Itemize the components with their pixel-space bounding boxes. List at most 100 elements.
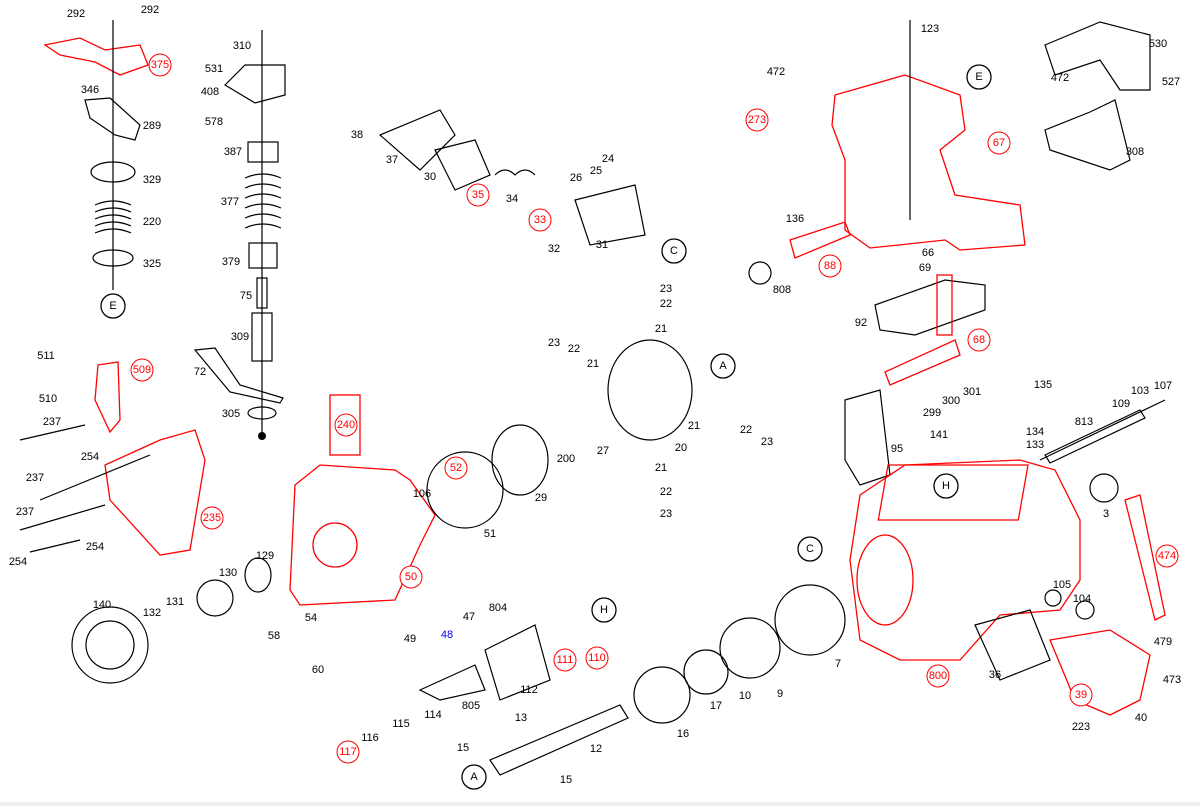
pulley-7 (774, 584, 846, 656)
part-label: 104 (1073, 593, 1091, 605)
highlighted-part-label: 375 (151, 59, 169, 71)
part-label: 95 (891, 443, 903, 455)
roller-ring-20 (607, 339, 693, 441)
highlighted-part-label: 800 (929, 670, 947, 682)
pin-75 (256, 277, 268, 309)
part-label: 7 (835, 658, 841, 670)
part-label: 105 (1053, 579, 1071, 591)
highlight-circle (818, 254, 842, 278)
highlight-circle (926, 664, 950, 688)
part-label: 254 (81, 451, 99, 463)
part-label: 379 (222, 256, 240, 268)
plate-289 (84, 97, 141, 141)
part-label: 38 (351, 129, 363, 141)
highlight-circle (1069, 683, 1093, 707)
connector-label: C (806, 543, 814, 555)
part-label: 21 (688, 420, 700, 432)
part-label: 140 (93, 599, 111, 611)
highlighted-part-label: 39 (1075, 689, 1087, 701)
highlighted-part-label: 35 (472, 189, 484, 201)
part-label: 472 (1051, 72, 1069, 84)
disk-9 (719, 617, 781, 679)
part-label: 3 (1103, 508, 1109, 520)
part-label: 310 (233, 40, 251, 52)
part-label: 20 (675, 442, 687, 454)
part-label: 54 (305, 612, 317, 624)
highlight-circle (336, 740, 360, 764)
part-label: 808 (773, 284, 791, 296)
connector-label: E (109, 300, 116, 312)
part-label: 237 (26, 472, 44, 484)
part-label: 9 (777, 688, 783, 700)
part-label: 292 (67, 8, 85, 20)
part-label: 34 (506, 193, 518, 205)
part-label: 329 (143, 174, 161, 186)
connector-circle (933, 473, 959, 499)
part-label: 805 (462, 700, 480, 712)
part-label: 116 (361, 732, 379, 744)
drawing-shapes (19, 20, 1166, 776)
bottom-border (0, 802, 1200, 806)
part-label: 479 (1154, 636, 1172, 648)
disk-17 (683, 649, 729, 695)
part-label: 511 (37, 350, 55, 362)
highlighted-part-label: 235 (203, 512, 221, 524)
gear-130 (196, 579, 234, 617)
part-label: 136 (786, 213, 804, 225)
part-label: 132 (143, 607, 161, 619)
part-label: 220 (143, 216, 161, 228)
seal-3 (1089, 473, 1119, 503)
part-label: 133 (1026, 439, 1044, 451)
part-label: 75 (240, 290, 252, 302)
connector-label: H (942, 480, 950, 492)
part-label: 23 (660, 283, 672, 295)
part-label: 301 (963, 386, 981, 398)
part-label: 578 (205, 116, 223, 128)
part-label: 112 (520, 684, 538, 696)
highlighted-part-label: 67 (993, 137, 1005, 149)
part-label: 134 (1026, 426, 1044, 438)
part-label: 292 (141, 4, 159, 16)
part-label: 131 (166, 596, 184, 608)
highlight-circle (585, 646, 609, 670)
highlighted-part-label: 474 (1158, 550, 1176, 562)
plate-29 (491, 424, 549, 496)
highlight-circle (466, 183, 490, 207)
part-label: 531 (205, 63, 223, 75)
highlighted-part-label: 273 (748, 114, 766, 126)
part-label: 107 (1154, 380, 1172, 392)
part-label: 66 (922, 247, 934, 259)
highlight-circle (745, 108, 769, 132)
highlight-circle (444, 456, 468, 480)
connector-circle (797, 536, 823, 562)
part-label: 22 (568, 343, 580, 355)
highlight-circle (200, 506, 224, 530)
part-label: 26 (570, 172, 582, 184)
part-label: 22 (660, 298, 672, 310)
part-label: 29 (535, 492, 547, 504)
highlight-circle (334, 413, 358, 437)
part-label: 200 (557, 453, 575, 465)
part-label: 15 (560, 774, 572, 786)
part-label: 15 (457, 742, 469, 754)
lever-72 (193, 347, 284, 404)
part-label: 103 (1131, 385, 1149, 397)
part-label: 30 (424, 171, 436, 183)
valve-240 (329, 394, 361, 456)
part-label: 223 (1072, 721, 1090, 733)
part-label: 346 (81, 84, 99, 96)
part-label: 300 (942, 395, 960, 407)
part-label: 305 (222, 408, 240, 420)
plate-235 (104, 429, 206, 556)
pump-housing-800 (849, 459, 1081, 661)
highlight-circle (130, 358, 154, 382)
highlighted-part-label: 50 (405, 571, 417, 583)
part-label: 510 (39, 393, 57, 405)
part-label: 40 (1135, 712, 1147, 724)
part-label: 23 (761, 436, 773, 448)
oring-51 (426, 451, 504, 529)
connector-label: E (975, 71, 982, 83)
part-label: 10 (739, 690, 751, 702)
part-label: 32 (548, 243, 560, 255)
part-label: 408 (201, 86, 219, 98)
